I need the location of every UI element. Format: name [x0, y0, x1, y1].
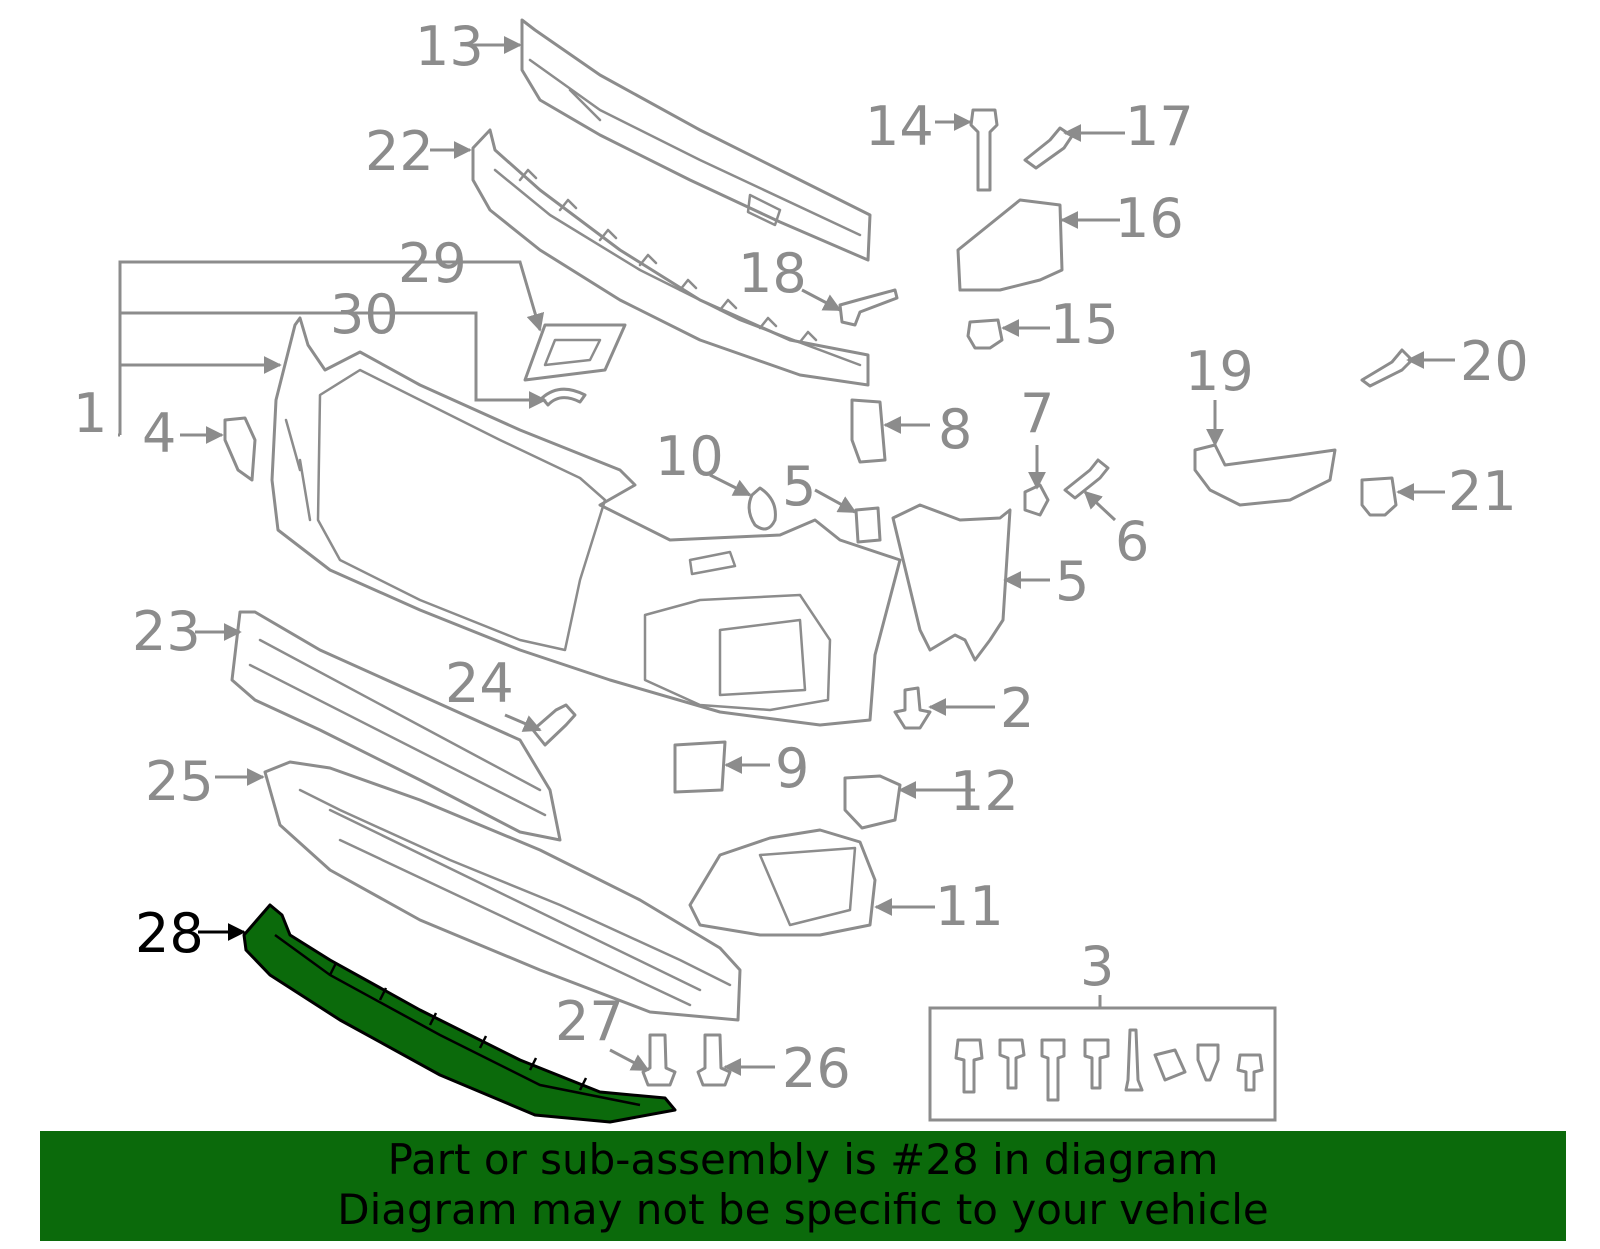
part-23-grille — [230, 610, 562, 842]
leader-lines — [118, 36, 1455, 1076]
callout-10: 10 — [655, 425, 724, 488]
banner-line-2: Diagram may not be specific to your vehi… — [337, 1185, 1269, 1234]
part-28-lower-spoiler — [242, 903, 677, 1124]
callout-11: 11 — [935, 875, 1004, 938]
part-30-clip — [540, 387, 587, 407]
part-14-bolt — [969, 108, 999, 192]
callout-4: 4 — [142, 402, 176, 465]
callout-13: 13 — [415, 15, 484, 78]
callout-labels: 13 22 29 30 1 4 10 5 5 8 7 6 14 17 16 18… — [73, 15, 1529, 1100]
callout-5a: 5 — [782, 455, 816, 518]
part-1-bumper-cover — [270, 316, 902, 727]
callout-28: 28 — [135, 902, 204, 965]
callout-7: 7 — [1020, 382, 1054, 445]
callout-30: 30 — [330, 283, 399, 346]
callout-19: 19 — [1185, 340, 1254, 403]
callout-1: 1 — [73, 382, 107, 445]
callout-29: 29 — [398, 232, 467, 295]
part-5-side-bracket — [891, 503, 1012, 662]
part-21-clip — [1360, 476, 1398, 517]
part-6-screw — [1063, 458, 1110, 500]
callout-8: 8 — [938, 398, 972, 461]
part-15-nut — [966, 318, 1004, 350]
callout-24: 24 — [445, 652, 514, 715]
callout-17: 17 — [1125, 95, 1194, 158]
part-18-screw — [838, 288, 899, 327]
callout-23: 23 — [132, 600, 201, 663]
part-9-cover — [673, 740, 727, 794]
part-16-mount — [956, 198, 1064, 292]
callout-20: 20 — [1460, 330, 1529, 393]
part-2-clip — [893, 686, 932, 730]
callout-16: 16 — [1115, 187, 1184, 250]
callout-21: 21 — [1448, 460, 1517, 523]
part-24-screw — [531, 703, 577, 747]
part-5-clip — [854, 506, 882, 544]
part-20-screw — [1360, 348, 1414, 388]
callout-12: 12 — [950, 760, 1019, 823]
part-11-fog-grille — [688, 828, 877, 937]
callout-14: 14 — [865, 95, 934, 158]
part-17-screw — [1023, 126, 1074, 170]
part-3-hardware-kit — [928, 1006, 1277, 1122]
callout-3: 3 — [1080, 935, 1114, 998]
part-22-energy-absorber — [471, 128, 870, 387]
callout-18: 18 — [738, 242, 807, 305]
part-27-bolt — [641, 1033, 677, 1087]
part-8-guide — [850, 398, 887, 464]
part-12-sensor-bracket — [843, 774, 902, 830]
part-29-bracket — [523, 323, 627, 382]
part-7-nut — [1023, 483, 1050, 517]
part-25-undershield — [263, 760, 742, 1022]
part-4-bracket — [223, 416, 257, 482]
callout-2: 2 — [1000, 677, 1034, 740]
part-13-impact-bar — [520, 18, 872, 262]
callout-5b: 5 — [1055, 550, 1089, 613]
part-19-bracket — [1193, 443, 1337, 507]
callout-6: 6 — [1115, 510, 1149, 573]
part-26-bolt — [696, 1033, 732, 1087]
callout-27: 27 — [555, 990, 624, 1053]
callout-25: 25 — [145, 750, 214, 813]
callout-9: 9 — [775, 737, 809, 800]
part-10-plug — [747, 486, 777, 531]
callout-26: 26 — [782, 1037, 851, 1100]
info-banner: Part or sub-assembly is #28 in diagram D… — [40, 1131, 1566, 1241]
banner-line-1: Part or sub-assembly is #28 in diagram — [387, 1135, 1219, 1184]
callout-22: 22 — [365, 120, 434, 183]
callout-15: 15 — [1050, 293, 1119, 356]
